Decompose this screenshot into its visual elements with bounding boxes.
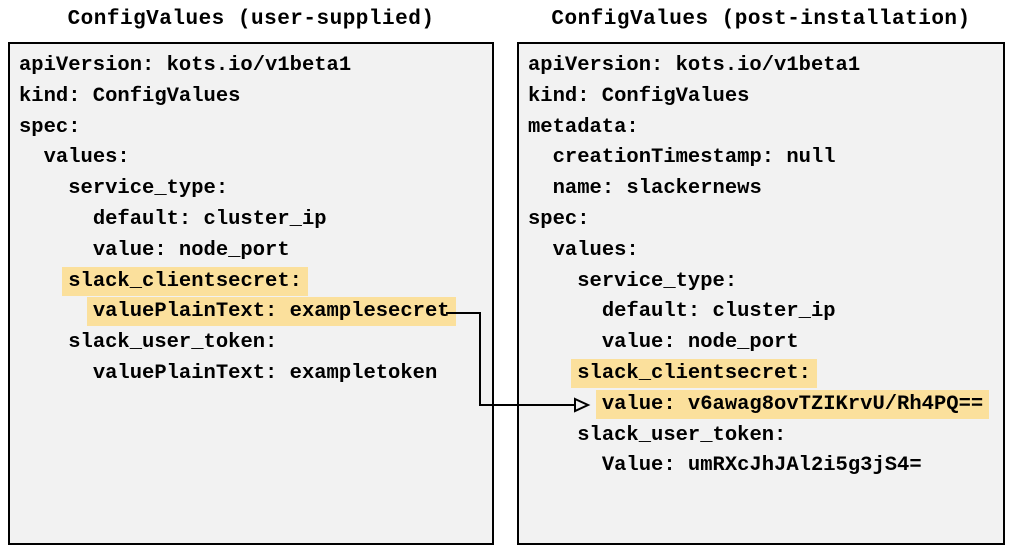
left-panel-title: ConfigValues (user-supplied) xyxy=(67,8,435,31)
highlighted-yaml-text: slack_clientsecret: xyxy=(62,266,308,296)
yaml-text: default: cluster_ip xyxy=(601,300,836,324)
yaml-text: values: xyxy=(552,238,639,262)
right-panel-title: ConfigValues (post-installation) xyxy=(551,8,971,31)
yaml-line: value: v6awag8ovTZIKrvU/Rh4PQ== xyxy=(528,389,1003,421)
yaml-line: slack_clientsecret: xyxy=(19,266,492,298)
yaml-line: valuePlainText: examplesecret xyxy=(19,297,492,328)
yaml-text: valuePlainText: exampletoken xyxy=(92,361,438,385)
yaml-line: values: xyxy=(19,143,492,174)
highlighted-yaml-text: value: v6awag8ovTZIKrvU/Rh4PQ== xyxy=(595,389,990,419)
yaml-line: metadata: xyxy=(528,113,1003,144)
yaml-text: spec: xyxy=(528,207,590,231)
yaml-line: service_type: xyxy=(528,267,1003,298)
yaml-line: apiVersion: kots.io/v1beta1 xyxy=(19,51,492,82)
yaml-line: spec: xyxy=(19,113,492,144)
yaml-line: Value: umRXcJhJAl2i5g3jS4= xyxy=(528,451,1003,482)
yaml-text: slack_user_token: xyxy=(577,423,787,447)
yaml-text: service_type: xyxy=(68,177,229,201)
yaml-text: default: cluster_ip xyxy=(92,207,327,231)
yaml-text: value: node_port xyxy=(601,331,799,355)
yaml-line: value: node_port xyxy=(19,236,492,267)
yaml-text: apiVersion: kots.io/v1beta1 xyxy=(19,54,352,77)
yaml-text: Value: umRXcJhJAl2i5g3jS4= xyxy=(601,454,922,478)
yaml-line: slack_user_token: xyxy=(19,328,492,359)
yaml-line: values: xyxy=(528,236,1003,267)
yaml-text: service_type: xyxy=(577,269,738,293)
yaml-line: slack_clientsecret: xyxy=(528,358,1003,390)
yaml-line: apiVersion: kots.io/v1beta1 xyxy=(528,51,1003,82)
highlighted-yaml-text: valuePlainText: examplesecret xyxy=(86,297,456,327)
yaml-text: name: slackernews xyxy=(552,177,762,201)
yaml-line: default: cluster_ip xyxy=(19,205,492,236)
yaml-line: name: slackernews xyxy=(528,174,1003,205)
yaml-text: values: xyxy=(43,146,130,170)
yaml-line: spec: xyxy=(528,205,1003,236)
yaml-text: slack_user_token: xyxy=(68,331,278,355)
yaml-line: value: node_port xyxy=(528,328,1003,359)
left-panel-yaml: apiVersion: kots.io/v1beta1 kind: ConfigV… xyxy=(8,42,494,545)
yaml-line: valuePlainText: exampletoken xyxy=(19,359,492,390)
yaml-line: slack_user_token: xyxy=(528,421,1003,452)
right-panel-yaml: apiVersion: kots.io/v1beta1 kind: ConfigV… xyxy=(517,42,1005,545)
yaml-text: creationTimestamp: null xyxy=(552,146,836,170)
yaml-text: apiVersion: kots.io/v1beta1 xyxy=(528,54,861,77)
yaml-text: kind: ConfigValues xyxy=(528,84,750,108)
yaml-line: default: cluster_ip xyxy=(528,297,1003,328)
yaml-line: creationTimestamp: null xyxy=(528,143,1003,174)
highlighted-yaml-text: slack_clientsecret: xyxy=(571,358,817,388)
yaml-line: kind: ConfigValues xyxy=(19,82,492,113)
yaml-text: metadata: xyxy=(528,115,639,139)
yaml-text: kind: ConfigValues xyxy=(19,84,241,108)
yaml-line: service_type: xyxy=(19,174,492,205)
yaml-line: kind: ConfigValues xyxy=(528,82,1003,113)
yaml-text: value: node_port xyxy=(92,238,290,262)
yaml-text: spec: xyxy=(19,115,81,139)
